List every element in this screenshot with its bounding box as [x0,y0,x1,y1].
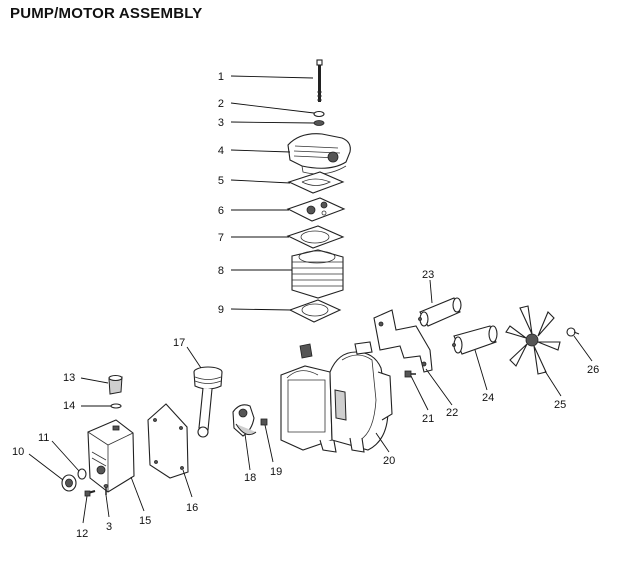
callout-17: 17 [173,337,185,349]
part-valve-plate [286,197,346,222]
part-washer [313,110,325,118]
callout-26: 26 [587,364,599,376]
part-o-ring [77,468,87,480]
part-screw [84,490,96,497]
callout-8: 8 [218,265,224,277]
part-piston-rod [193,366,223,438]
part-base-gasket [288,299,342,323]
part-fan [505,305,561,375]
callout-2: 2 [218,98,224,110]
callout-4: 4 [218,145,224,157]
part-cylinder-head [287,133,351,175]
callout-9: 9 [218,304,224,316]
part-crankcase-cover [87,419,135,493]
part-start-capacitor [418,297,462,327]
part-cylinder [291,249,344,299]
callout-24: 24 [482,392,494,404]
part-motor-housing [280,341,393,453]
callout-16: 16 [186,502,198,514]
part-fan-clip [566,327,580,337]
callout-25: 25 [554,399,566,411]
part-lock-washer [313,120,325,126]
callout-3: 3 [218,117,224,129]
callout-18: 18 [244,472,256,484]
callout-23: 23 [422,269,434,281]
part-capacitor-bracket [373,309,433,373]
part-cylinder-gasket [286,225,345,249]
callout-15: 15 [139,515,151,527]
callout-20: 20 [383,455,395,467]
diagram-title: PUMP/MOTOR ASSEMBLY [10,5,203,22]
callout-13: 13 [63,372,75,384]
callout-labels: 1 2 3 4 5 6 7 8 9 10 11 12 3 13 14 15 16… [12,71,599,540]
part-breather-washer [110,403,122,409]
callout-6: 6 [218,205,224,217]
callout-11: 11 [38,432,49,444]
callout-3b: 3 [106,521,112,533]
part-run-capacitor [452,325,498,355]
callout-1: 1 [218,71,224,83]
callout-5: 5 [218,175,224,187]
callout-7: 7 [218,232,224,244]
callout-22: 22 [446,407,458,419]
leader-lines [28,75,593,524]
part-head-gasket [287,171,345,194]
part-breather [108,374,123,395]
callout-21: 21 [422,413,434,425]
part-small-screw [103,484,109,495]
part-set-screw [260,418,268,426]
part-bracket-screw [404,370,416,378]
part-crank [232,404,257,437]
callout-19: 19 [270,466,282,478]
part-bolt [316,59,323,102]
part-cap [61,474,77,492]
callout-12: 12 [76,528,88,540]
part-crankcase-gasket [147,403,189,479]
callout-10: 10 [12,446,24,458]
callout-14: 14 [63,400,75,412]
